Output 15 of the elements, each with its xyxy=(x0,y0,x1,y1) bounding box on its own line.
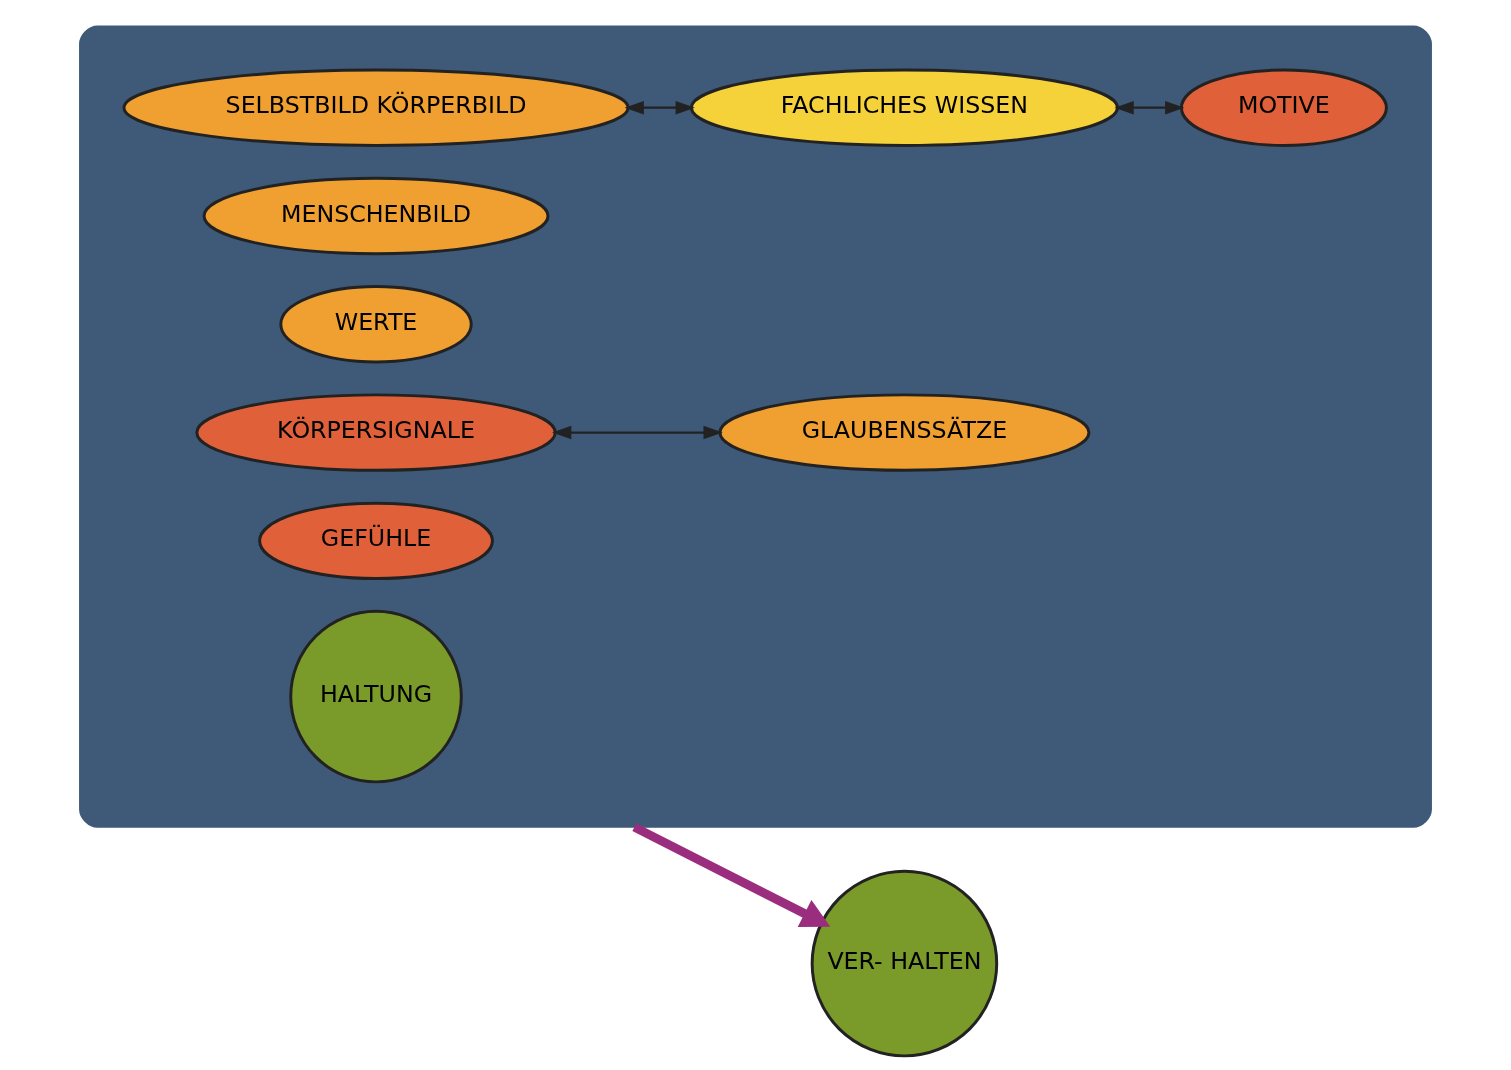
node-ellipse: GLAUBENSSÄTZE xyxy=(718,393,1091,472)
node-ellipse: WERTE xyxy=(279,285,473,364)
node-ellipse: GEFÜHLE xyxy=(258,501,494,581)
node-ellipse: MENSCHENBILD xyxy=(202,176,550,256)
node-ellipse: FACHLICHES WISSEN xyxy=(689,68,1119,147)
node-circle: VER- HALTEN xyxy=(810,869,999,1058)
node-ellipse: KÖRPERSIGNALE xyxy=(195,393,557,472)
node-ellipse: SELBSTBILD KÖRPERBILD xyxy=(122,68,630,147)
node-circle: HALTUNG xyxy=(289,609,463,784)
arrow xyxy=(1114,100,1185,115)
arrow xyxy=(624,100,695,115)
node-ellipse: MOTIVE xyxy=(1179,68,1388,147)
arrow xyxy=(552,425,723,440)
arrow xyxy=(632,823,831,928)
cluster xyxy=(79,25,1432,828)
